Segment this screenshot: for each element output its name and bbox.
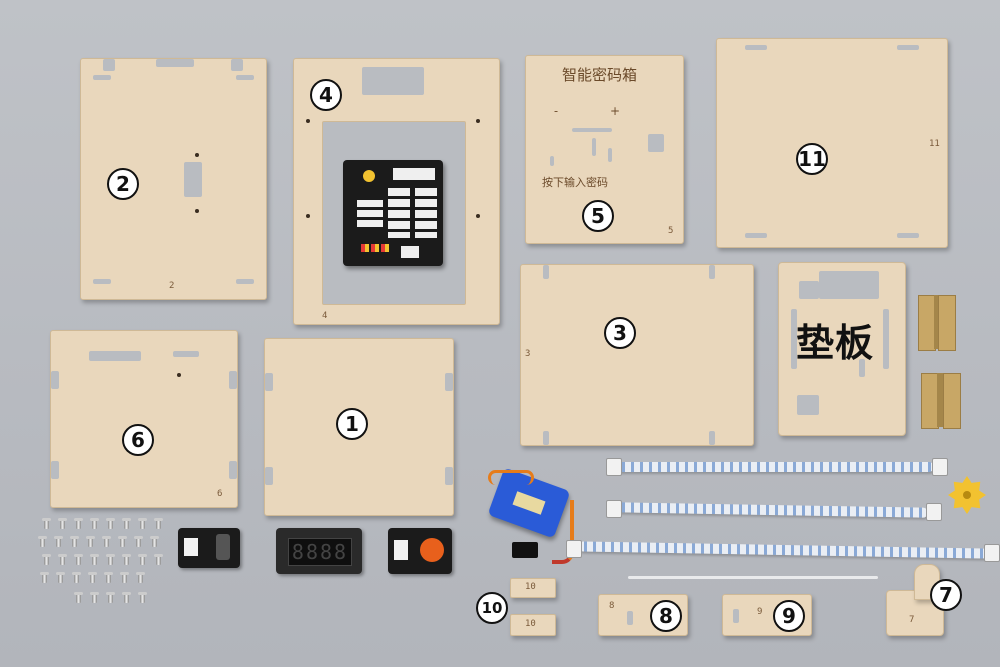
servo-connector (512, 542, 538, 558)
keypad-display-icon: 8888 (276, 528, 362, 574)
marker-9: 9 (773, 600, 805, 632)
pad-board (778, 262, 906, 436)
panel-10-bottom-number: 10 (525, 619, 536, 629)
panel-5-number: 5 (668, 226, 674, 236)
panel-8-number: 8 (609, 601, 615, 611)
minus-mark: - (554, 104, 559, 118)
marker-1: 1 (336, 408, 368, 440)
wheel-icon (948, 476, 986, 514)
marker-8: 8 (650, 600, 682, 632)
panel-7-number: 7 (909, 615, 915, 625)
panel-4-number: 4 (322, 311, 328, 321)
button-module (388, 528, 452, 574)
sensor-shield-board (343, 160, 443, 266)
marker-11: 11 (796, 143, 828, 175)
marker-3: 3 (604, 317, 636, 349)
hinge-icon (921, 373, 961, 429)
panel-5-title: 智能密码箱 (562, 66, 638, 84)
panel-11: 11 (716, 38, 948, 248)
panel-9-number: 9 (757, 607, 763, 617)
servo-cable (552, 500, 574, 564)
cable-2 (615, 502, 929, 518)
panel-5-subtitle: 按下输入密码 (542, 176, 608, 189)
panel-10-bottom: 10 (510, 614, 556, 636)
plus-mark: + (610, 104, 621, 118)
screws (36, 516, 166, 616)
panel-6: 6 (50, 330, 238, 508)
marker-5: 5 (582, 200, 614, 232)
panel-3-number: 3 (525, 349, 531, 359)
switch-module (178, 528, 240, 568)
hinge-icon (918, 295, 956, 351)
panel-3: 3 (520, 264, 754, 446)
servo-motor-icon (486, 467, 571, 550)
cable-3 (577, 541, 989, 559)
panel-2-number: 2 (169, 281, 175, 291)
marker-6: 6 (122, 424, 154, 456)
pad-board-label: 垫板 (796, 321, 875, 365)
panel-10-top: 10 (510, 578, 556, 598)
panel-11-number: 11 (929, 139, 940, 149)
cable-1 (616, 462, 934, 472)
panel-6-number: 6 (217, 489, 223, 499)
marker-7: 7 (930, 579, 962, 611)
marker-2: 2 (107, 168, 139, 200)
panel-10-top-number: 10 (525, 582, 536, 592)
marker-4: 4 (310, 79, 342, 111)
marker-10: 10 (476, 592, 508, 624)
cable-tie (628, 576, 878, 579)
